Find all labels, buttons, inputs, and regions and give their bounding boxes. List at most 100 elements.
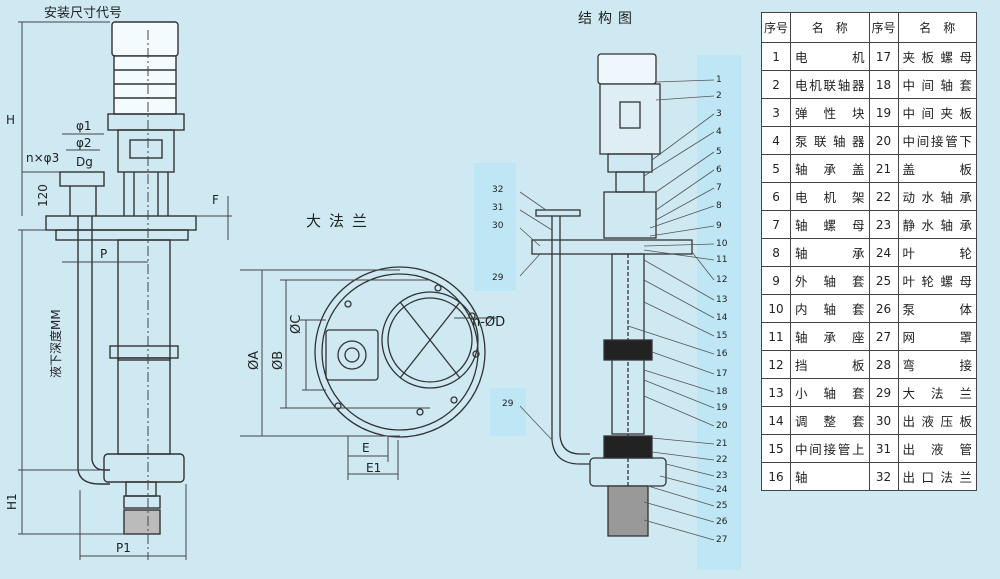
part-number: 21 [868,154,899,183]
part-name: 出液管 [897,434,978,463]
part-name: 动水轴承 [897,182,978,211]
dim-Dg-label: Dg [76,155,93,169]
callout-4: 4 [716,127,722,137]
dim-nphi3-label: n×φ3 [26,151,59,165]
callout-29-top: 29 [492,273,504,283]
part-name: 弹性块 [790,98,870,127]
big-flange-title: 大法兰 [306,212,376,230]
header-no-2: 序号 [868,12,899,43]
highlight-strip-left-bottom [490,388,526,436]
callout-26: 26 [716,517,728,527]
install-dims-title: 安装尺寸代号 [44,6,123,21]
part-number: 32 [868,462,899,491]
callout-27: 27 [716,535,727,545]
structure-title: 结构图 [578,11,638,27]
callout-3: 3 [716,109,722,119]
part-name: 轴螺母 [790,210,870,239]
dim-120-label: 120 [36,184,50,207]
callout-7: 7 [716,183,722,193]
part-number: 28 [868,350,899,379]
part-name: 夹板螺母 [897,42,978,71]
part-number: 26 [868,294,899,323]
callout-13: 13 [716,295,727,305]
highlight-strip-left-top [474,163,516,291]
part-name: 网罩 [897,322,978,351]
part-name: 出口法兰 [897,462,978,491]
part-name: 轴承 [790,238,870,267]
part-number: 4 [760,126,792,155]
part-number: 5 [760,154,792,183]
dim-H1-label: H1 [5,493,19,510]
part-name: 电机架 [790,182,870,211]
callout-21: 21 [716,439,727,449]
part-number: 6 [760,182,792,211]
header-no-1: 序号 [760,12,792,43]
part-name: 泵联轴器 [790,126,870,155]
callout-31: 31 [492,203,503,213]
part-number: 22 [868,182,899,211]
part-number: 10 [760,294,792,323]
part-number: 27 [868,322,899,351]
part-number: 2 [760,70,792,99]
callout-19: 19 [716,403,728,413]
part-number: 15 [760,434,792,463]
big-flange-drawing: ØA ØB ØC n-ØD E E1 [240,266,505,480]
dim-depth-label: 液下深度MM [48,309,63,378]
callout-8: 8 [716,201,722,211]
callout-30: 30 [492,221,504,231]
header-name-1: 名 称 [790,12,870,43]
part-number: 25 [868,266,899,295]
part-name: 轴 [790,462,870,491]
part-number: 23 [868,210,899,239]
part-name: 中间轴套 [897,70,978,99]
part-name: 外轴套 [790,266,870,295]
part-number: 3 [760,98,792,127]
header-name-2: 名 称 [897,12,978,43]
part-number: 19 [868,98,899,127]
dim-phi1-label: φ1 [76,119,92,133]
install-dimension-drawing: H φ1 φ2 n×φ3 Dg 120 F P 液下深度MM H1 P1 [5,21,232,560]
dim-F-label: F [212,193,219,207]
part-name: 出液压板 [897,406,978,435]
part-number: 31 [868,434,899,463]
flange-phiC-label: ØC [289,315,304,334]
part-number: 9 [760,266,792,295]
part-number: 24 [868,238,899,267]
part-name: 大法兰 [897,378,978,407]
callout-23: 23 [716,471,727,481]
callout-24: 24 [716,485,728,495]
part-name: 静水轴承 [897,210,978,239]
part-name: 中间接管下 [897,126,978,155]
part-name: 轴承座 [790,322,870,351]
flange-E1-label: E1 [366,461,381,475]
part-name: 盖板 [897,154,978,183]
part-number: 17 [868,42,899,71]
callout-29-bottom: 29 [502,399,514,409]
callout-9: 9 [716,221,722,231]
callout-17: 17 [716,369,727,379]
part-name: 泵体 [897,294,978,323]
part-name: 弯接 [897,350,978,379]
part-name: 中间夹板 [897,98,978,127]
part-name: 内轴套 [790,294,870,323]
callout-12: 12 [716,275,727,285]
part-name: 小轴套 [790,378,870,407]
part-name: 调整套 [790,406,870,435]
callout-6: 6 [716,165,722,175]
callout-10: 10 [716,239,728,249]
part-number: 13 [760,378,792,407]
